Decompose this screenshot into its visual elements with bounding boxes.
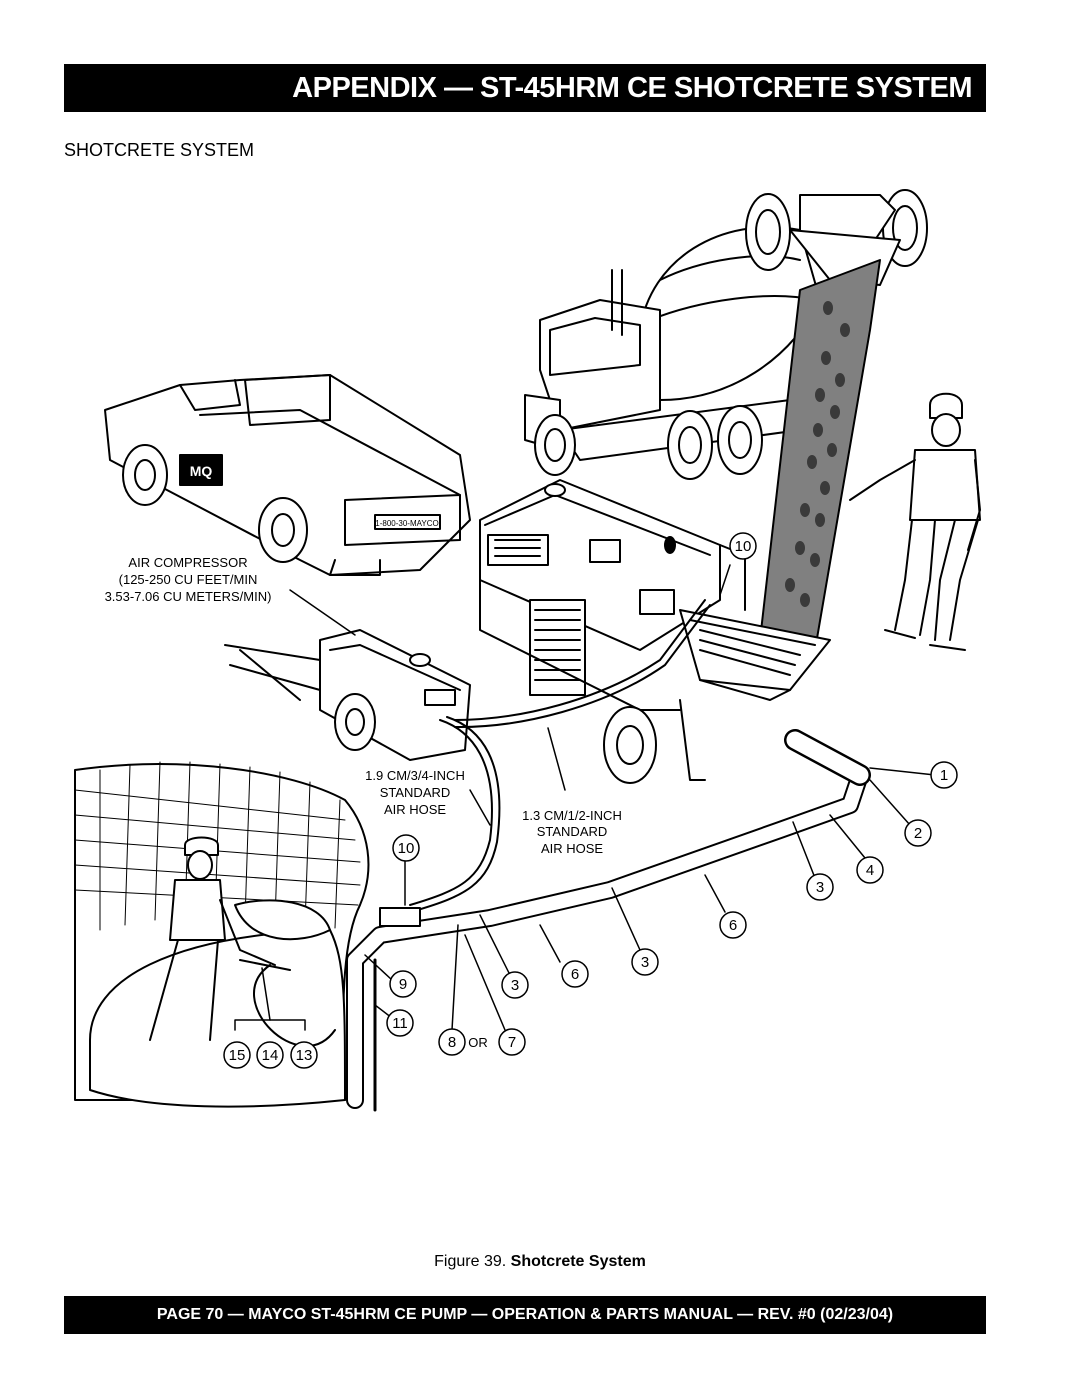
part-number-callout: 8 — [438, 1028, 466, 1056]
part-number-callout: 11 — [386, 1009, 414, 1037]
air-compressor-drawing — [224, 629, 471, 761]
svg-text:3: 3 — [816, 879, 824, 896]
part-number-callout: 1 — [930, 761, 958, 789]
figure-caption: Figure 39. Shotcrete System — [0, 1253, 1080, 1271]
air-hose-small-label-line1: 1.3 CM/1/2-INCH — [522, 808, 622, 823]
svg-text:3: 3 — [511, 977, 519, 994]
svg-text:1: 1 — [940, 767, 948, 784]
figure-caption-label: Figure 39. — [434, 1253, 507, 1270]
pickup-truck-drawing: 1-800-30-MAYCO MQ — [104, 374, 471, 576]
air-compressor-label-line2: (125-250 CU FEET/MIN — [119, 572, 258, 587]
part-number-callout: 3 — [501, 971, 529, 999]
part-number-callout: 10 — [392, 834, 420, 862]
svg-text:2: 2 — [914, 825, 922, 842]
svg-text:10: 10 — [398, 840, 415, 857]
air-compressor-label-line1: AIR COMPRESSOR — [128, 555, 247, 570]
air-hose-large-label-line3: AIR HOSE — [384, 802, 446, 817]
svg-text:9: 9 — [399, 976, 407, 993]
truck-logo-text: MQ — [190, 463, 213, 479]
part-number-callout: 14 — [256, 1041, 284, 1069]
part-number-callout: 9 — [389, 970, 417, 998]
svg-text:3: 3 — [641, 954, 649, 971]
shotcrete-system-illustration: 1-800-30-MAYCO MQ — [74, 189, 981, 1112]
svg-text:6: 6 — [729, 917, 737, 934]
part-number-callout: 3 — [631, 948, 659, 976]
section-title: SHOTCRETE SYSTEM — [64, 140, 255, 160]
page-header-bar: APPENDIX — ST-45HRM CE SHOTCRETE SYSTEM — [64, 64, 986, 112]
or-text: OR — [468, 1035, 488, 1050]
part-number-callout: 7 — [498, 1028, 526, 1056]
material-hose-drawing — [346, 729, 871, 1112]
shotcrete-pump-drawing — [479, 479, 831, 784]
pool-excavation-drawing — [74, 761, 370, 1108]
svg-text:14: 14 — [262, 1047, 279, 1064]
air-hose-drawing — [253, 599, 711, 1047]
page-header-title: APPENDIX — ST-45HRM CE SHOTCRETE SYSTEM — [292, 71, 972, 104]
part-number-callout: 2 — [904, 819, 932, 847]
page-footer-text: PAGE 70 — MAYCO ST-45HRM CE PUMP — OPERA… — [156, 1306, 894, 1323]
svg-text:13: 13 — [296, 1047, 313, 1064]
truck-sign-text: 1-800-30-MAYCO — [375, 519, 438, 528]
part-number-callout: 4 — [856, 856, 884, 884]
page-footer-bar: PAGE 70 — MAYCO ST-45HRM CE PUMP — OPERA… — [64, 1296, 986, 1334]
part-number-callout: 13 — [290, 1041, 318, 1069]
svg-text:6: 6 — [571, 966, 579, 983]
air-hose-small-label-line2: STANDARD — [537, 824, 608, 839]
callout-leaders — [234, 564, 936, 1031]
svg-text:15: 15 — [229, 1047, 246, 1064]
air-hose-large-label-line2: STANDARD — [380, 785, 451, 800]
standing-worker-drawing — [849, 392, 981, 651]
svg-text:8: 8 — [448, 1034, 456, 1051]
part-number-callout: 6 — [719, 911, 747, 939]
svg-text:11: 11 — [392, 1015, 408, 1032]
svg-text:4: 4 — [866, 862, 874, 879]
concrete-chute-drawing — [759, 259, 881, 651]
figure-caption-text: Shotcrete System — [510, 1253, 646, 1270]
part-number-callout: 6 — [561, 960, 589, 988]
part-number-callout: 15 — [223, 1041, 251, 1069]
svg-text:7: 7 — [508, 1034, 516, 1051]
air-compressor-label-line3: 3.53-7.06 CU METERS/MIN) — [105, 589, 272, 604]
part-number-callout: 3 — [806, 873, 834, 901]
air-hose-small-label-line3: AIR HOSE — [541, 841, 603, 856]
svg-text:10: 10 — [735, 538, 752, 555]
air-hose-large-label-line1: 1.9 CM/3/4-INCH — [365, 768, 465, 783]
mixer-truck-drawing — [524, 189, 928, 480]
part-number-callout: 10 — [729, 532, 757, 560]
